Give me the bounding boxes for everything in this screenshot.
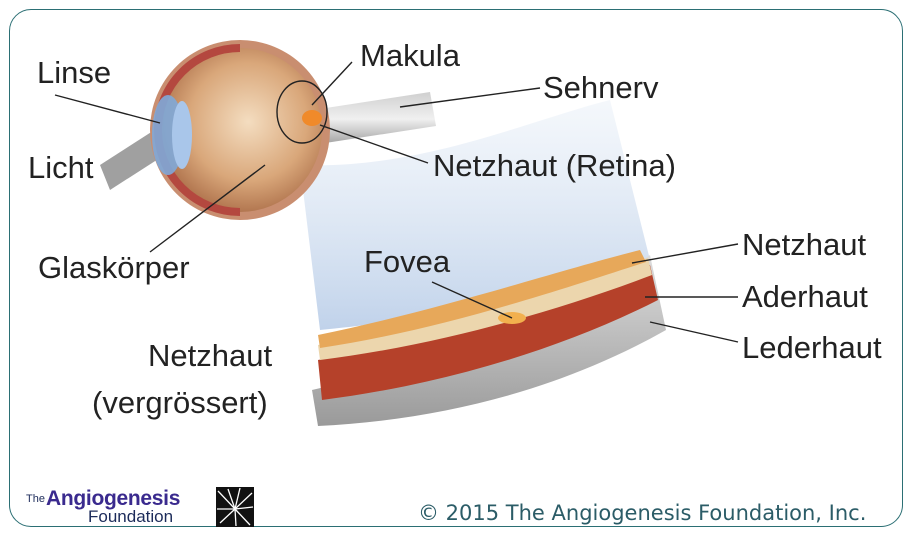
leader-makula — [312, 62, 352, 105]
label-netzhaut: Netzhaut — [742, 227, 866, 262]
starburst-logo-icon — [216, 487, 254, 527]
angiogenesis-foundation-logo: The Angiogenesis Foundation — [26, 487, 246, 527]
label-linse: Linse — [37, 55, 111, 90]
copyright-notice: © 2015 The Angiogenesis Foundation, Inc. — [418, 501, 866, 525]
label-aderhaut: Aderhaut — [742, 279, 868, 314]
leader-lederhaut — [650, 322, 738, 342]
label-netzhaut-vergroessert-line2: (vergrössert) — [92, 385, 268, 420]
label-licht: Licht — [28, 150, 94, 185]
label-netzhaut-retina: Netzhaut (Retina) — [433, 148, 676, 183]
label-lederhaut: Lederhaut — [742, 330, 882, 365]
label-fovea: Fovea — [364, 244, 451, 279]
label-glaskoerper: Glaskörper — [38, 250, 190, 285]
leader-linse — [55, 95, 160, 123]
logo-sub-text: Foundation — [88, 507, 173, 527]
label-makula: Makula — [360, 38, 461, 73]
label-sehnerv: Sehnerv — [543, 70, 659, 105]
label-netzhaut-vergroessert-line1: Netzhaut — [148, 338, 272, 373]
lens — [152, 95, 192, 175]
logo-the-text: The — [26, 493, 45, 505]
